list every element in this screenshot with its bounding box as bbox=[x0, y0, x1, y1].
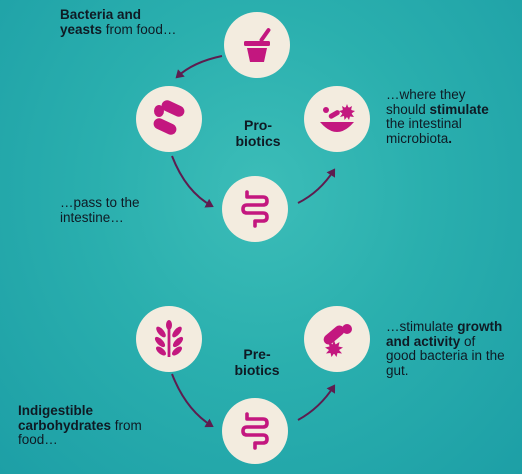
microbiota-icon bbox=[304, 86, 370, 152]
probiotics-step3-label: …where they should stimulate the intesti… bbox=[386, 87, 506, 146]
prebiotics-step3-label: …stimulate growth and activity of good b… bbox=[386, 319, 506, 378]
probiotics-step1-label: Bacteria and yeasts from food… bbox=[60, 7, 185, 37]
probiotics-step1-rest: from food… bbox=[102, 21, 177, 37]
arrow-bacteria-to-intestine bbox=[171, 155, 214, 208]
prebiotics-step1-rest: from food… bbox=[18, 417, 142, 447]
probiotics-step3-pre: …where they should bbox=[386, 87, 466, 117]
bacteria-yeast-icon bbox=[136, 86, 202, 152]
probiotics-center-line2: biotics bbox=[235, 133, 281, 149]
prebiotics-step3-post: of good bacteria in the gut. bbox=[386, 333, 505, 378]
arrow-plant-to-intestine bbox=[171, 373, 214, 428]
probiotics-center-line1: Pro- bbox=[244, 117, 272, 133]
probiotics-step3-bold: stimulate bbox=[429, 101, 489, 117]
probiotics-center-label: Pro- biotics bbox=[223, 117, 293, 149]
arrow-food-to-bacteria bbox=[175, 55, 223, 79]
prebiotics-center-label: Pre- biotics bbox=[222, 346, 292, 378]
probiotics-step2-label: …pass to the intestine… bbox=[60, 195, 140, 225]
intestine-icon bbox=[222, 398, 288, 464]
arrow-intestine-to-bacteria bbox=[297, 384, 336, 421]
prebiotics-step1-label: Indigestible carbohydrates from food… bbox=[18, 403, 158, 448]
prebiotics-step1-bold: Indigestible carbohydrates bbox=[18, 403, 112, 433]
probiotics-step3-end: . bbox=[448, 130, 453, 146]
arrow-intestine-to-microbiota bbox=[297, 168, 336, 204]
yogurt-icon bbox=[224, 12, 290, 78]
prebiotics-center-line2: biotics bbox=[234, 362, 280, 378]
prebiotics-step3-pre: …stimulate bbox=[386, 319, 458, 334]
probiotics-step3-post: the intestinal microbiota bbox=[386, 116, 462, 146]
probiotics-step1-bold: Bacteria and yeasts bbox=[60, 7, 142, 37]
prebiotics-center-line1: Pre- bbox=[243, 346, 271, 362]
prebiotics-step3-bold: growth and activity bbox=[386, 319, 503, 349]
plant-icon bbox=[136, 306, 202, 372]
intestine-icon bbox=[222, 176, 288, 242]
good-bacteria-icon bbox=[304, 306, 370, 372]
